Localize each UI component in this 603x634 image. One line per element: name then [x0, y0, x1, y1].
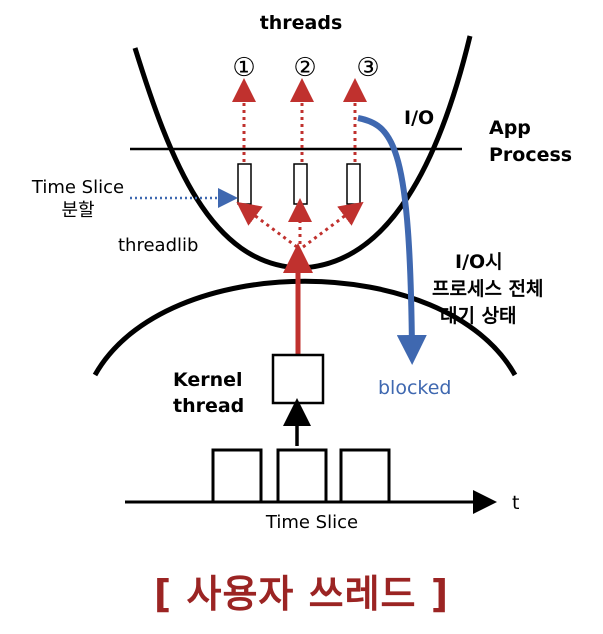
- time-slice-split-label-line2: 분할: [61, 200, 94, 221]
- io-wait-label-line1: I/O시: [455, 251, 503, 273]
- thread-box-2: [293, 163, 308, 205]
- kernel-thread-box: [271, 353, 325, 405]
- kernel-thread-label-line2: thread: [173, 395, 244, 417]
- io-label: I/O: [404, 107, 434, 129]
- thread-number-2: ②: [293, 53, 316, 83]
- threads-title: threads: [260, 12, 343, 34]
- blocked-label: blocked: [378, 377, 452, 399]
- thread-number-1: ①: [232, 53, 255, 83]
- thread-box-1: [237, 163, 252, 205]
- time-slice-box-3: [339, 448, 391, 504]
- time-slice-box-1: [211, 448, 263, 504]
- io-blocked-arrow: [357, 115, 427, 365]
- kernel-boundary: [92, 278, 518, 377]
- fanout-arrow-1: [236, 201, 298, 249]
- app-process-label-line2: Process: [489, 144, 572, 166]
- io-wait-label-line3: 대기 상태: [440, 305, 517, 327]
- time-slice-label: Time Slice: [265, 512, 358, 533]
- time-axis-label: t: [512, 492, 519, 514]
- time-slice-split-label-line1: Time Slice: [31, 177, 124, 198]
- threadlib-label: threadlib: [118, 235, 198, 256]
- thread-box-3: [346, 163, 361, 205]
- time-slice-box-2: [276, 448, 328, 504]
- io-wait-label-line2: 프로세스 전체: [432, 278, 544, 300]
- fanout-arrow-3: [302, 201, 364, 249]
- diagram-caption: [ 사용자 쓰레드 ]: [153, 572, 450, 616]
- thread-number-3: ③: [356, 53, 379, 83]
- kernel-thread-label-line1: Kernel: [173, 369, 243, 391]
- app-process-label-line1: App: [489, 117, 531, 139]
